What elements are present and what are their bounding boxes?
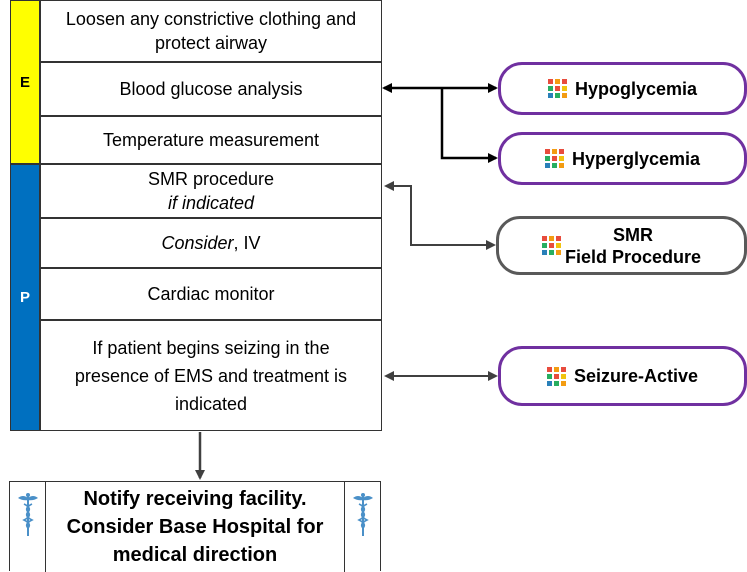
step-cardiac-text: Cardiac monitor: [147, 284, 275, 304]
step-blood-glucose: Blood glucose analysis: [40, 62, 382, 116]
protocol-smr-field-procedure[interactable]: SMR Field Procedure: [496, 216, 747, 275]
protocol-smr-line1: SMR: [612, 224, 653, 245]
step-iv-consider: Consider: [161, 233, 234, 253]
step-temperature-text: Temperature measurement: [102, 130, 320, 150]
protocol-seizure-label: Seizure-Active: [573, 366, 699, 386]
step-loosen-clothing: Loosen any constrictive clothing and pro…: [40, 0, 382, 62]
phase-p-label: P: [19, 289, 30, 306]
step-loosen-text: Loosen any constrictive clothing and pro…: [65, 9, 357, 53]
step-consider-iv: Consider, IV: [40, 218, 382, 268]
step-smr-line1: SMR procedure: [147, 169, 275, 189]
phase-e-bar: E: [10, 0, 40, 164]
notify-text: Notify receiving facility. Consider Base…: [66, 487, 324, 566]
step-seizing: If patient begins seizing in the presenc…: [40, 320, 382, 431]
protocol-hypoglycemia-label: Hypoglycemia: [574, 78, 698, 99]
arrow-smr: [384, 181, 496, 250]
protocol-hyperglycemia-label: Hyperglycemia: [571, 148, 701, 169]
step-smr-line2: if indicated: [167, 193, 255, 213]
step-glucose-text: Blood glucose analysis: [119, 79, 303, 99]
caduceus-icon: [10, 482, 46, 572]
notify-receiving-facility: Notify receiving facility. Consider Base…: [9, 481, 381, 572]
protocol-hyperglycemia[interactable]: Hyperglycemia: [498, 132, 747, 185]
protocol-smr-line2: Field Procedure: [564, 246, 702, 267]
phase-e-label: E: [19, 73, 30, 91]
colored-grid-icon: [546, 366, 566, 386]
colored-grid-icon: [541, 236, 561, 255]
step-iv-rest: , IV: [233, 233, 261, 253]
step-smr-procedure: SMR procedure if indicated: [40, 164, 382, 218]
colored-grid-icon: [547, 79, 567, 98]
step-cardiac-monitor: Cardiac monitor: [40, 268, 382, 320]
colored-grid-icon: [544, 149, 564, 168]
caduceus-icon: [344, 482, 380, 572]
phase-p-bar: P: [10, 164, 40, 431]
arrow-glucose-hyperglycemia: [440, 88, 498, 163]
protocol-seizure-active[interactable]: Seizure-Active: [498, 346, 747, 406]
step-seizing-text: If patient begins seizing in the presenc…: [74, 337, 348, 414]
step-temperature: Temperature measurement: [40, 116, 382, 164]
protocol-hypoglycemia[interactable]: Hypoglycemia: [498, 62, 747, 115]
